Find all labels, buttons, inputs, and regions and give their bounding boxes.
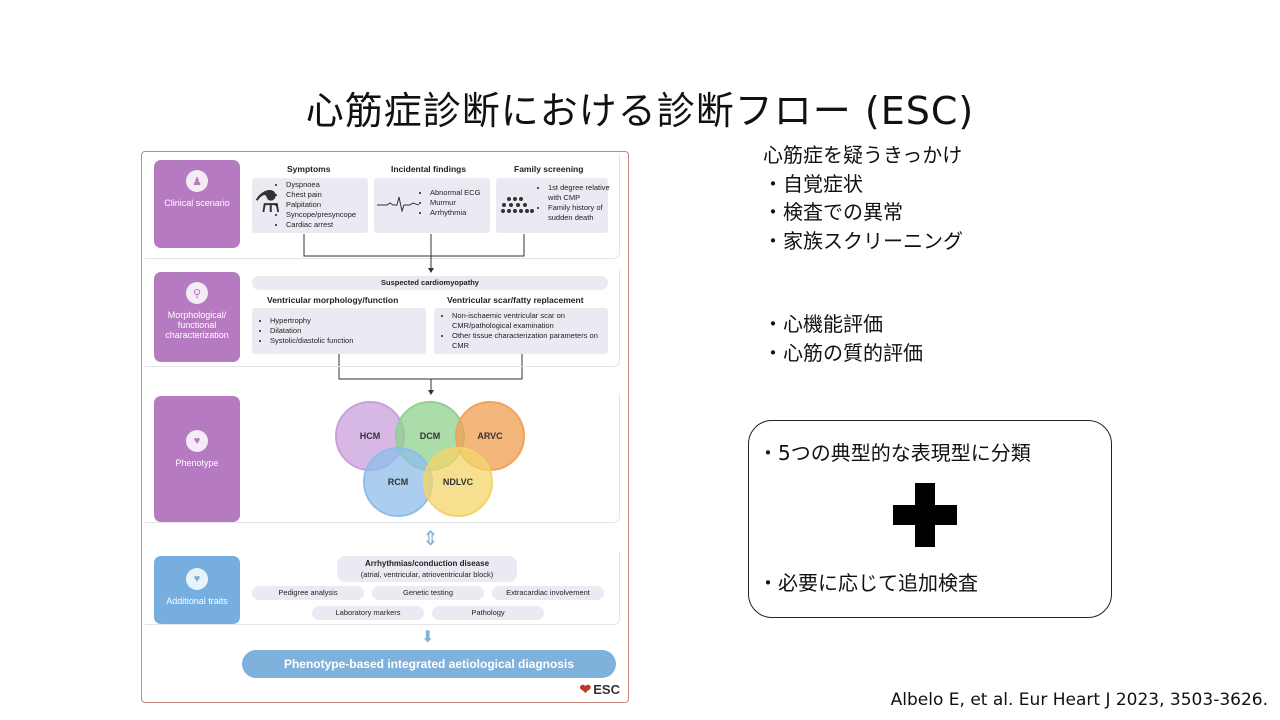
esc-logo: ❤ ESC <box>580 681 620 698</box>
arrhythmia-box: Arrhythmias/conduction disease (atrial, … <box>337 556 517 582</box>
side-additional-label: Additional traits <box>166 596 228 606</box>
symptoms-box: ⚗ Dyspnoea Chest pain Palpitation Syncop… <box>252 178 368 233</box>
pill-pathology: Pathology <box>432 606 544 620</box>
side-phenotype-label: Phenotype <box>175 458 219 468</box>
arrhythmia-subtitle: (atrial, ventricular, atrioventricular b… <box>360 570 494 579</box>
side-clinical-label: Clinical scenario <box>164 198 230 208</box>
family-box: 1st degree relative with CMP Family hist… <box>496 178 610 233</box>
final-diagnosis-bar: Phenotype-based integrated aetiological … <box>242 650 616 678</box>
callout-box <box>748 420 1112 618</box>
esc-logo-text: ESC <box>593 682 620 697</box>
list-item: ・家族スクリーニング <box>763 228 963 253</box>
pill-extracardiac: Extracardiac involvement <box>492 586 604 600</box>
side-additional: ♥ Additional traits <box>154 556 240 624</box>
magnifier-icon: ⚲ <box>186 282 208 304</box>
side-morph: ⚲ Morphological/ functional characteriza… <box>154 272 240 362</box>
ecg-icon <box>377 196 419 212</box>
callout-top-text: ・5つの典型的な表現型に分類 <box>758 441 1031 465</box>
incidental-box: Abnormal ECG Murmur Arrhythmia <box>374 178 490 233</box>
list-item: ・心機能評価 <box>763 312 883 336</box>
incidental-header: Incidental findings <box>391 164 467 174</box>
arrhythmia-title: Arrhythmias/conduction disease <box>364 559 490 568</box>
morph-panel <box>145 270 620 367</box>
heart-logo-icon: ❤ <box>579 681 592 697</box>
rcm-circle: RCM <box>363 447 433 517</box>
list-item: Hypertrophy <box>270 316 353 326</box>
list-item: Dyspnoea <box>286 180 356 190</box>
list-item: ・心筋の質的評価 <box>763 340 923 365</box>
morph-left-box: Hypertrophy Dilatation Systolic/diastoli… <box>252 308 426 354</box>
plus-icon <box>893 483 957 547</box>
pill-pedigree: Pedigree analysis <box>252 586 364 600</box>
morph-left-header: Ventricular morphology/function <box>267 295 399 305</box>
list-item: Chest pain <box>286 190 356 200</box>
pill-laboratory: Laboratory markers <box>312 606 424 620</box>
clinical-panel <box>145 154 620 259</box>
list-item: Syncope/presyncope <box>286 210 356 220</box>
symptoms-header: Symptoms <box>287 164 331 174</box>
list-item: ・検査での異常 <box>763 200 903 224</box>
list-item: Dilatation <box>270 326 353 336</box>
side-morph-label: Morphological/ functional characterizati… <box>165 310 229 340</box>
list-item: Murmur <box>430 198 480 208</box>
page-title: 心筋症診断における診断フロー (ESC) <box>305 89 975 133</box>
morph-right-box: Non-ischaemic ventricular scar on CMR/pa… <box>434 308 608 354</box>
pedigree-icon <box>501 197 534 213</box>
list-item: Palpitation <box>286 200 356 210</box>
citation: Albelo E, et al. Eur Heart J 2023, 3503-… <box>890 690 1268 710</box>
side-phenotype: ♥ Phenotype <box>154 396 240 522</box>
list-item: Cardiac arrest <box>286 220 356 230</box>
evaluation-list: ・心機能評価 ・心筋の質的評価 <box>763 310 923 367</box>
trigger-list: 心筋症を疑うきっかけ ・自覚症状 ・検査での異常 ・家族スクリーニング <box>763 141 963 255</box>
list-item: Other tissue characterization parameters… <box>452 331 612 351</box>
list-item: Family history of sudden death <box>548 203 618 223</box>
side-clinical: ♟ Clinical scenario <box>154 160 240 248</box>
suspected-cardiomyopathy: Suspected cardiomyopathy <box>252 276 608 290</box>
list-item: Abnormal ECG <box>430 188 480 198</box>
heart-icon: ♥ <box>186 430 208 452</box>
list-item: Arrhythmia <box>430 208 480 218</box>
phenotype-panel <box>145 394 620 523</box>
additional-panel <box>145 552 620 625</box>
pill-genetic: Genetic testing <box>372 586 484 600</box>
double-arrow-icon: ⇕ <box>422 526 439 550</box>
list-item: Systolic/diastolic function <box>270 336 353 346</box>
list-item: 1st degree relative with CMP <box>548 183 618 203</box>
list-item: ・自覚症状 <box>763 171 863 196</box>
ndlvc-circle: NDLVC <box>423 447 493 517</box>
morph-right-header: Ventricular scar/fatty replacement <box>447 295 584 305</box>
callout-bottom-text: ・必要に応じて追加検査 <box>758 571 978 595</box>
esc-diagram: ♟ Clinical scenario Symptoms ⚗ Dyspnoea … <box>141 151 629 703</box>
down-arrow-icon: ⬇ <box>421 627 435 646</box>
family-header: Family screening <box>514 164 584 174</box>
trigger-heading: 心筋症を疑うきっかけ <box>763 143 963 167</box>
list-item: Non-ischaemic ventricular scar on CMR/pa… <box>452 311 612 331</box>
heart-icon: ♥ <box>186 568 208 590</box>
people-icon: ♟ <box>186 170 208 192</box>
